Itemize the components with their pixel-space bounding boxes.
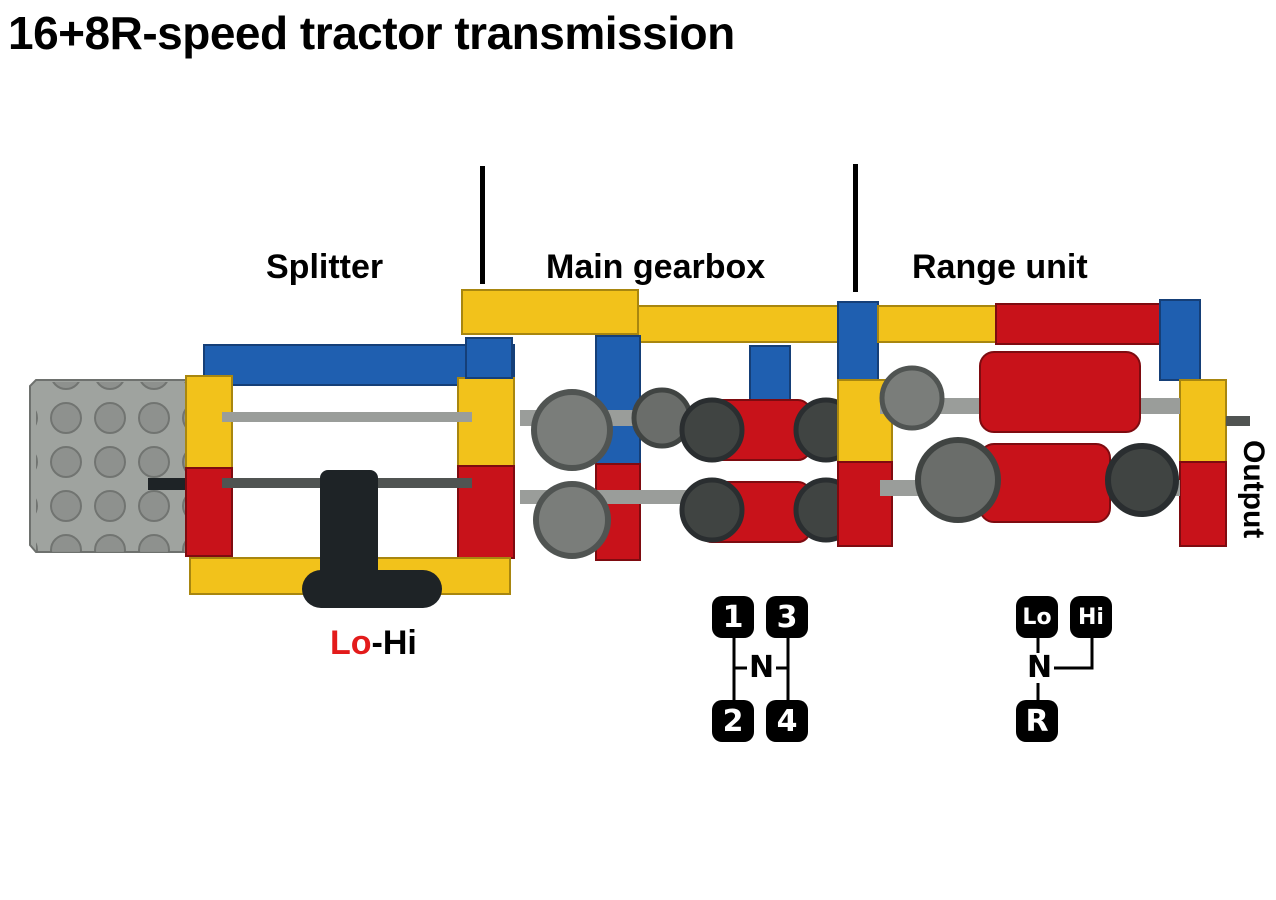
section-divider-left: [480, 166, 485, 284]
top-beams: [461, 289, 1201, 383]
range-lo-key: Lo: [1016, 596, 1058, 638]
section-label-splitter: Splitter: [266, 248, 384, 286]
splitter-frame: [185, 337, 515, 608]
range-reverse-key: R: [1016, 700, 1058, 742]
diagram-title: 16+8R-speed tractor transmission: [8, 7, 735, 59]
main-neutral-label: N: [747, 650, 777, 685]
range-unit-body: [837, 351, 1250, 547]
splitter-hi-text: Hi: [382, 624, 417, 662]
section-divider-right: [853, 164, 858, 292]
gear-2-key: 2: [712, 700, 754, 742]
output-label: Output: [1237, 440, 1270, 539]
splitter-lo-text: Lo: [330, 624, 372, 662]
gear-1-key: 1: [712, 596, 754, 638]
base-plate: [29, 379, 187, 553]
section-label-range-unit: Range unit: [912, 248, 1088, 286]
range-neutral-label: N: [1025, 650, 1055, 685]
gear-3-key: 3: [766, 596, 808, 638]
section-label-main-gearbox: Main gearbox: [546, 248, 766, 286]
range-hi-key: Hi: [1070, 596, 1112, 638]
splitter-sep-text: -: [371, 624, 383, 662]
splitter-lo-hi-label: Lo-Hi: [330, 624, 417, 663]
gear-4-key: 4: [766, 700, 808, 742]
